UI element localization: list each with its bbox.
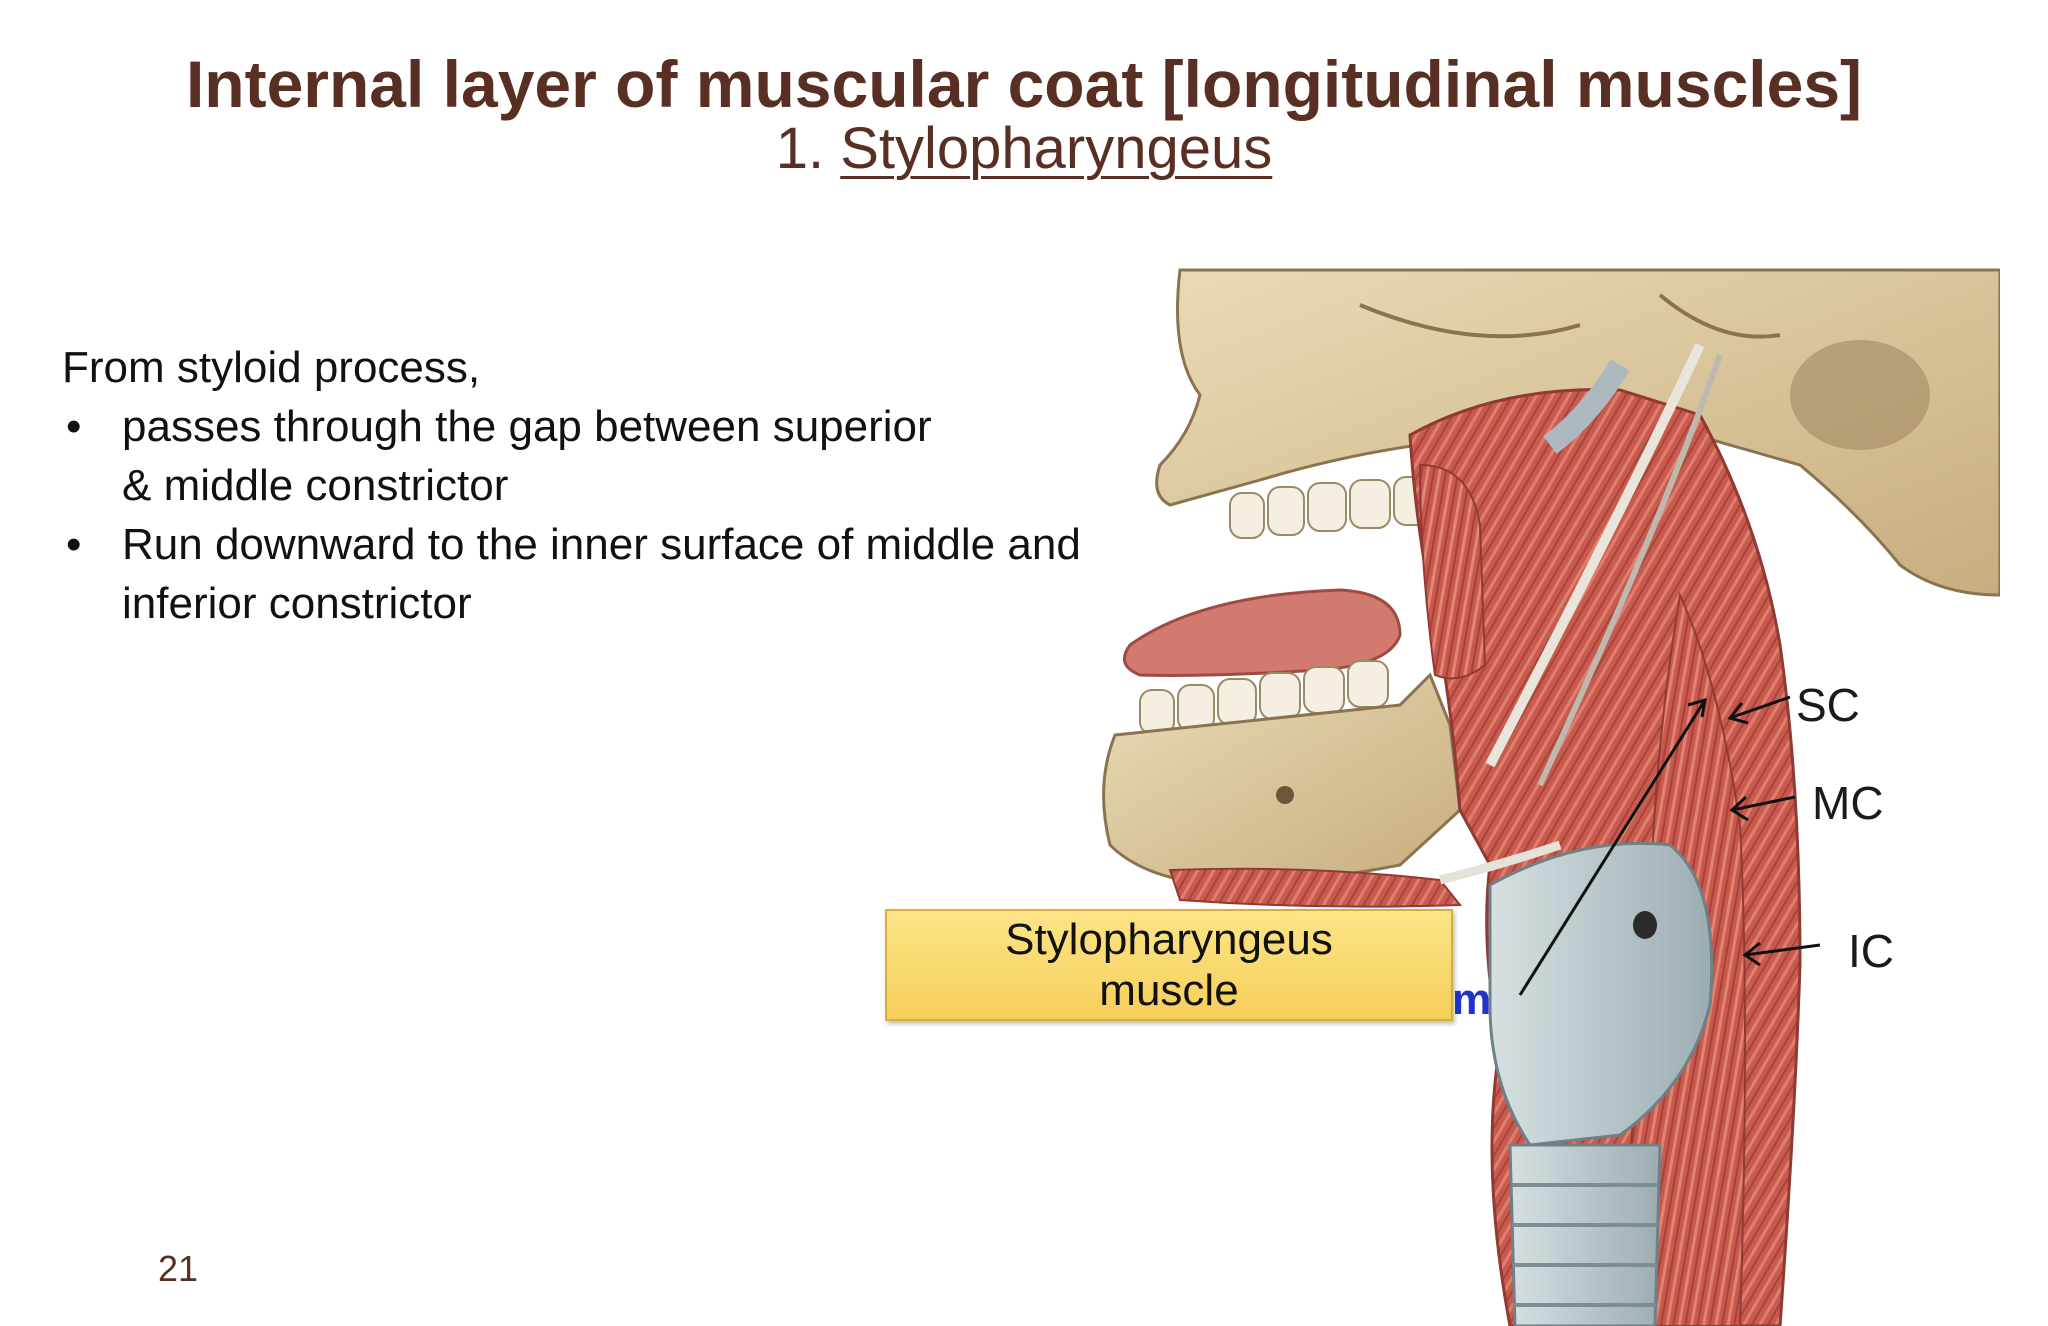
- label-ic: IC: [1848, 925, 1894, 977]
- stylopharyngeus-callout: Stylopharyngeus muscle: [885, 909, 1453, 1021]
- description-text: From styloid process, • passes through t…: [62, 338, 1192, 633]
- intro-line: From styloid process,: [62, 343, 481, 392]
- lower-teeth: [1139, 660, 1389, 735]
- anatomy-illustration: [1102, 268, 2000, 1326]
- buccinator-muscle: [1418, 463, 1487, 680]
- subtitle-muscle-name: Stylopharyngeus: [840, 116, 1273, 181]
- bullet-item: • passes through the gap between superio…: [62, 397, 1192, 515]
- trachea: [1508, 1143, 1662, 1326]
- slide-subtitle: 1. Stylopharyngeus: [0, 117, 2048, 181]
- bullet-symbol: •: [66, 402, 82, 451]
- bullet-line: & middle constrictor: [122, 461, 509, 510]
- stylopharyngeus-strand: [1485, 342, 1705, 768]
- subtitle-number: 1.: [775, 116, 825, 181]
- callout-tail-text: m: [1452, 975, 1492, 1024]
- bullet-symbol: •: [66, 520, 82, 569]
- label-arrows: [1518, 695, 1821, 996]
- bullet-line: passes through the gap between superior: [122, 402, 932, 451]
- slide-title: Internal layer of muscular coat [longitu…: [185, 47, 1863, 121]
- bullet-item: • Run downward to the inner surface of m…: [62, 515, 1192, 633]
- mylohyoid-band: [1168, 867, 1463, 908]
- tongue-shape: [1122, 588, 1402, 677]
- callout-line: Stylopharyngeus: [1005, 915, 1333, 964]
- skull-shadow: [1790, 340, 1930, 450]
- upper-teeth: [1229, 476, 1437, 539]
- label-sc: SC: [1796, 679, 1860, 731]
- page-number: 21: [158, 1248, 199, 1289]
- bullet-line: Run downward to the inner surface of mid…: [122, 520, 1081, 569]
- callout-line: muscle: [1099, 966, 1239, 1015]
- label-mc: MC: [1812, 777, 1884, 829]
- bullet-line: inferior constrictor: [122, 579, 472, 628]
